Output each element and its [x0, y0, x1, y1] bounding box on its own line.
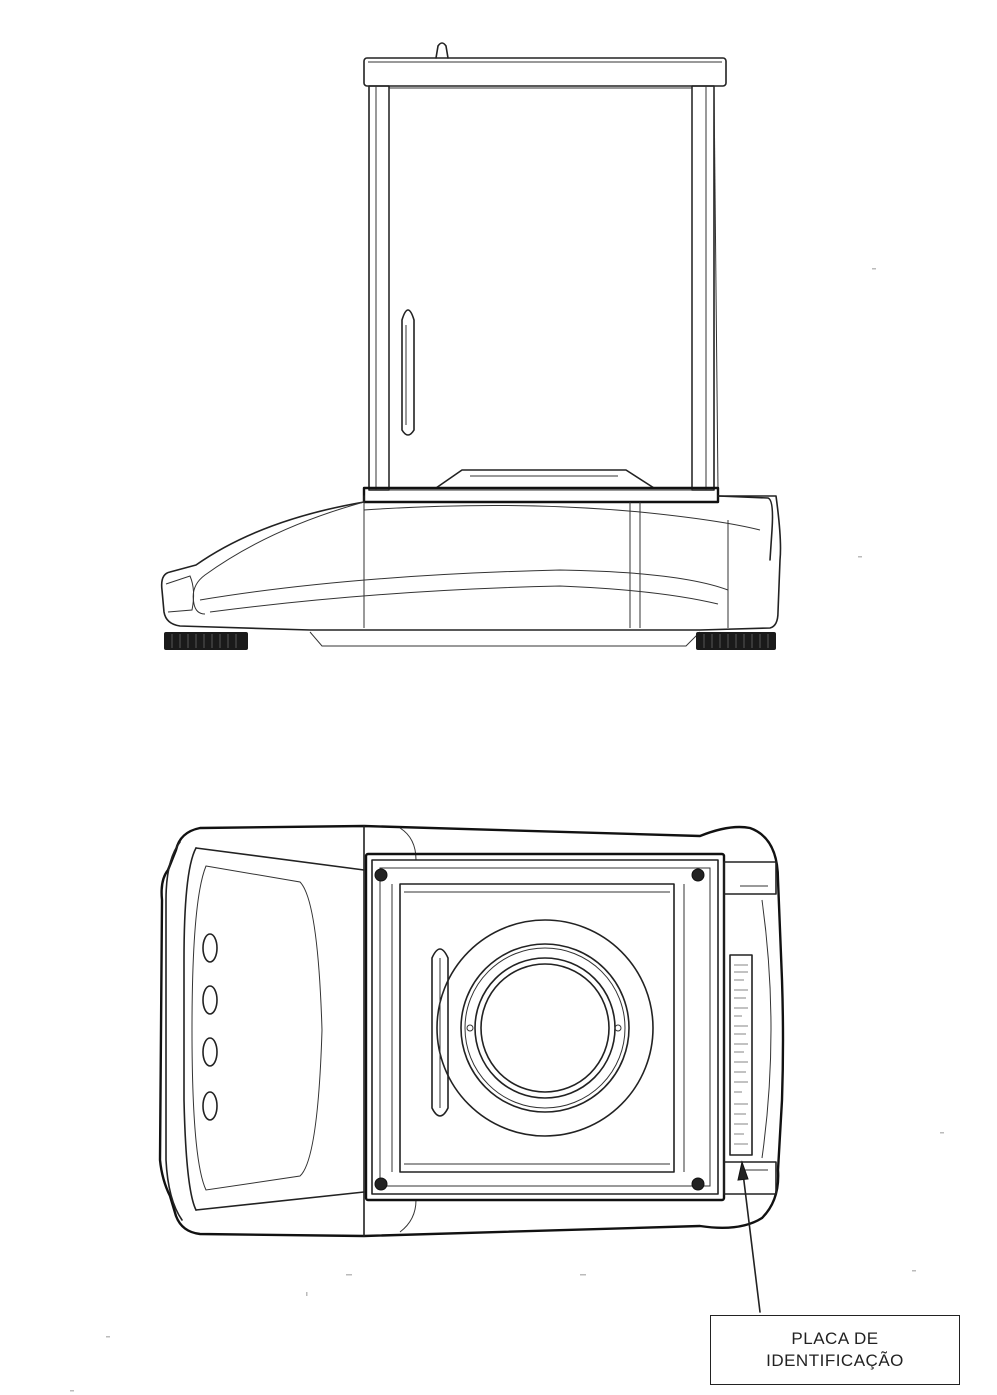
callout-arrowhead — [737, 1160, 749, 1181]
keypad-button-2 — [202, 985, 218, 1015]
glass-door — [388, 87, 693, 491]
weighing-pan — [435, 469, 655, 489]
identification-plate — [729, 954, 753, 1156]
left-post — [368, 85, 390, 491]
corner-screw — [691, 868, 705, 882]
corner-screw — [691, 1177, 705, 1191]
callout-label: PLACA DE IDENTIFICAÇÃO — [766, 1329, 904, 1370]
keypad-button-4 — [202, 1091, 218, 1121]
callout-leader-line — [741, 1164, 761, 1313]
keypad-button-1 — [202, 933, 218, 963]
identification-plate-callout: PLACA DE IDENTIFICAÇÃO — [710, 1315, 960, 1385]
corner-screw — [374, 1177, 388, 1191]
top-knob — [435, 42, 449, 59]
corner-screw — [374, 868, 388, 882]
top-view-outline — [158, 824, 785, 1238]
weighing-pan-top — [480, 963, 610, 1093]
right-post — [691, 85, 715, 491]
door-handle — [401, 309, 415, 436]
balance-front-view — [160, 42, 782, 650]
balance-top-view — [158, 824, 785, 1313]
balance-base — [160, 495, 782, 631]
pan-ring — [460, 943, 630, 1113]
left-foot — [164, 632, 248, 650]
door-handle-top — [431, 948, 449, 1117]
pan-outer-ring — [436, 919, 654, 1137]
draft-shield-top-cover — [363, 57, 727, 87]
draft-shield-frame — [364, 852, 726, 1202]
keypad-button-3 — [202, 1037, 218, 1067]
